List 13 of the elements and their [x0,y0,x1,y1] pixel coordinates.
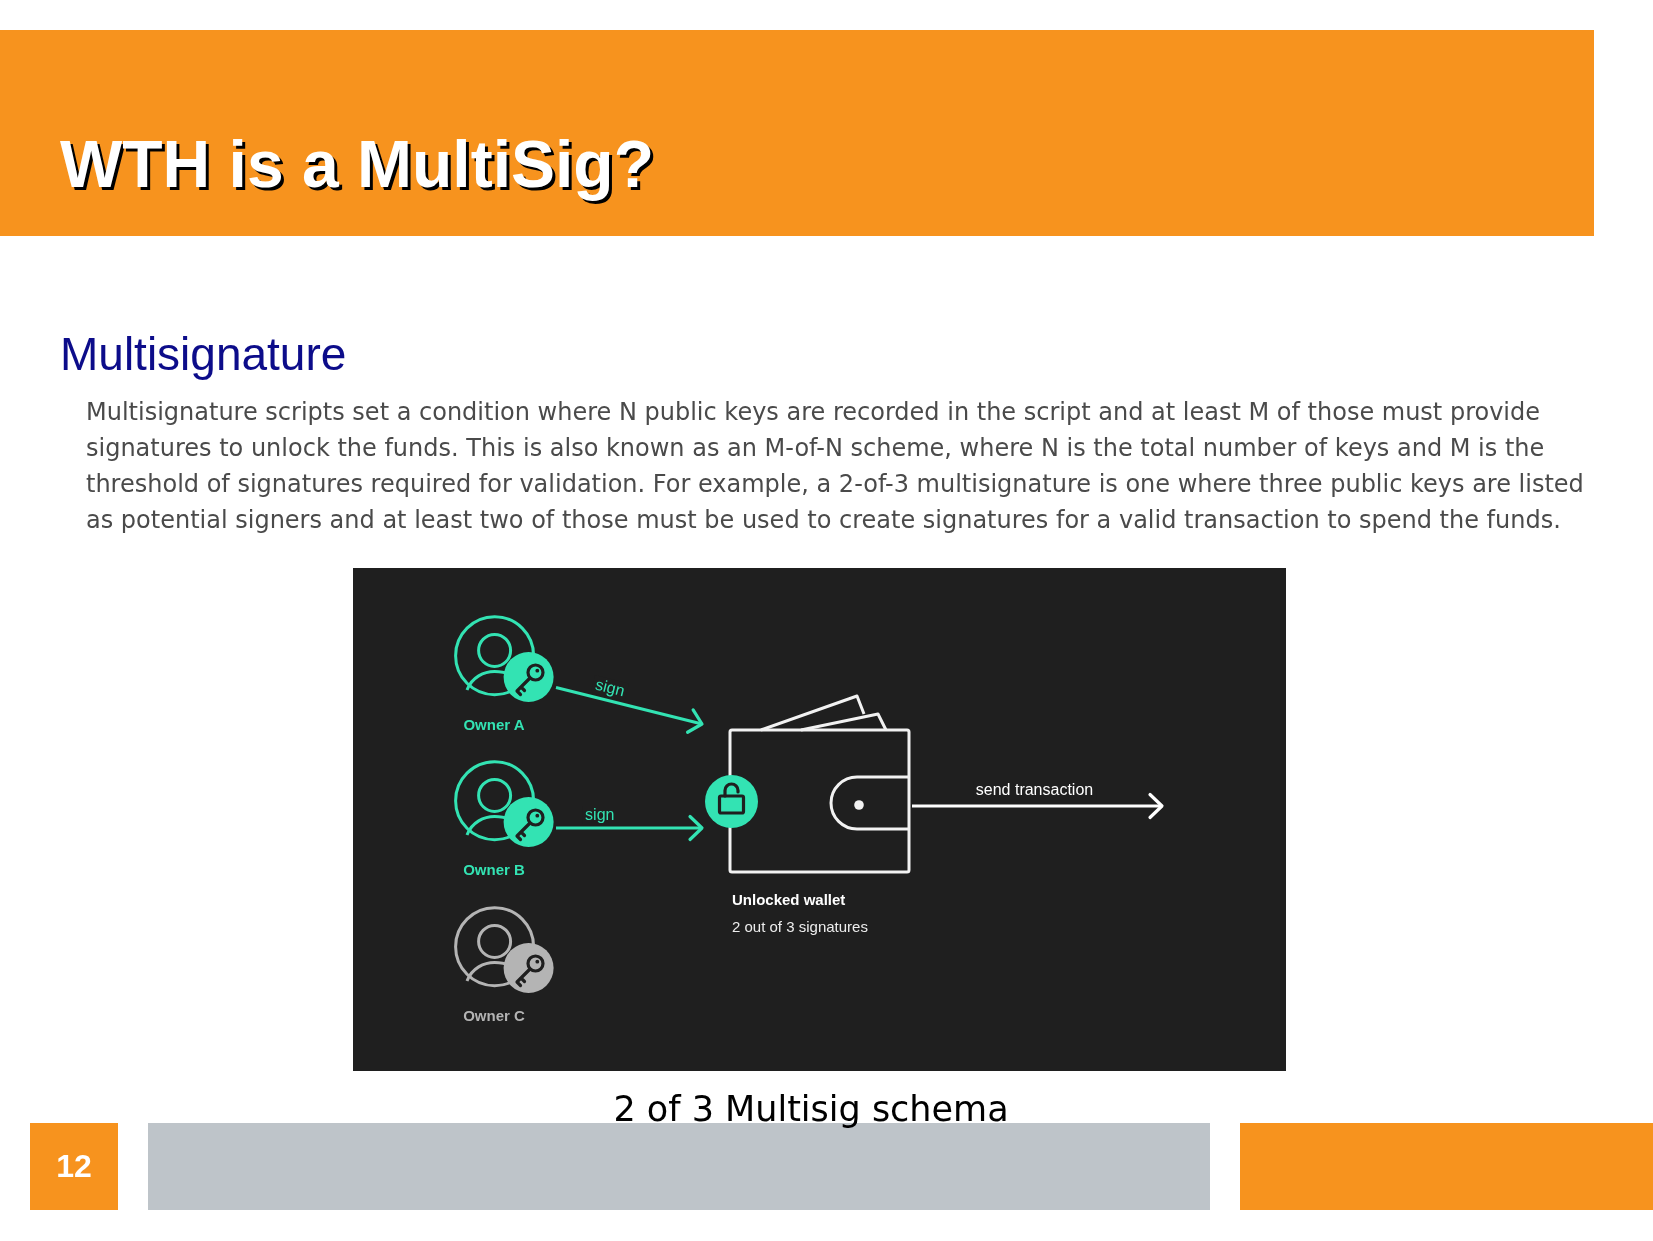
body-paragraph: Multisignature scripts set a condition where N public keys are recorded in the script and at least M of those must provide signatures to unlock the funds. This is also known as an M-of-N scheme, where N is the total number of keys and M is the threshold of signatures required for validation. For example, a 2-of-3 multisignature is one where three public keys are listed as potential signers and at least two of those must be used to create signatures for a valid transaction to spend the funds. [86,397,1585,536]
owner-label: Owner A [463,716,525,734]
wallet-subtitle: 2 out of 3 signatures [732,918,868,936]
arrow [555,686,704,734]
owner-label: Owner C [463,1007,525,1025]
page-number: 12 [30,1123,118,1210]
slide-title: WTH is a MultiSig? [60,126,654,202]
section-heading: Multisignature [60,327,347,381]
arrow [556,814,704,842]
figure-caption: 2 of 3 Multisig schema [613,1089,1009,1129]
wallet-title: Unlocked wallet [732,891,846,909]
arrow [912,792,1164,820]
owner-label: Owner B [463,861,525,879]
